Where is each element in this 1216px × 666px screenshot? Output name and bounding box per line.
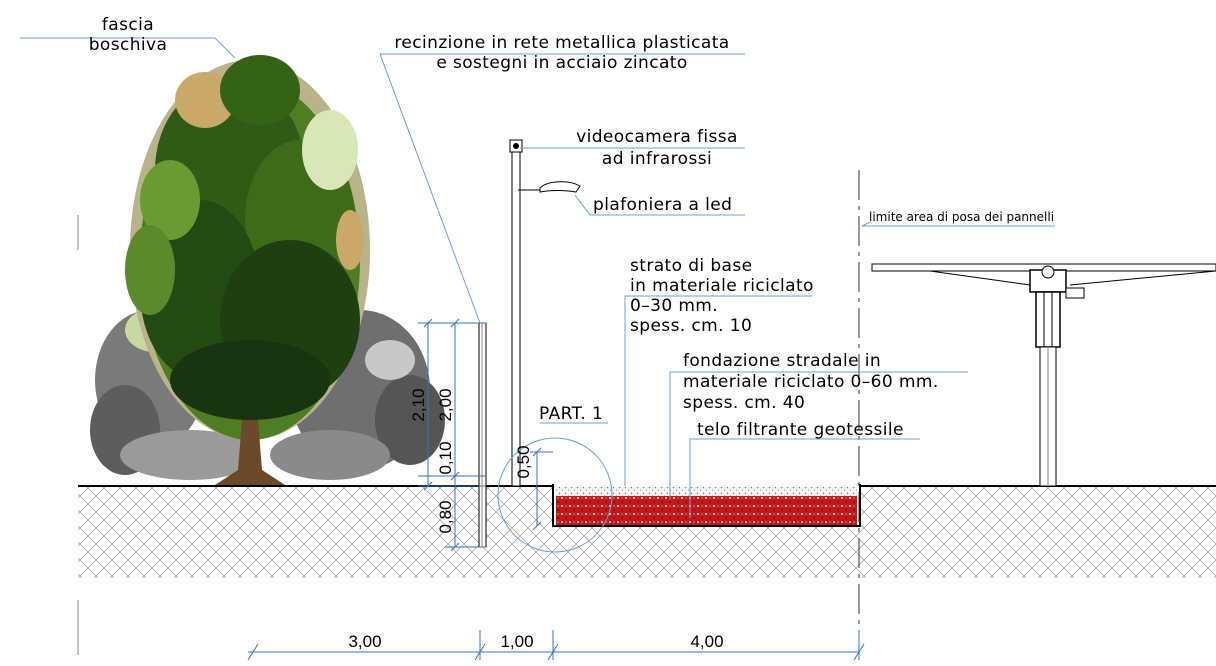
foundation-label-2: materiale riciclato 0–60 mm. <box>683 372 939 392</box>
limit-label: limite area di posa dei pannelli <box>869 210 1054 224</box>
dim-0-10: 0,10 <box>436 441 455 474</box>
dim-0-50: 0,50 <box>514 445 533 478</box>
fence-label-2: e sostegni in acciaio zincato <box>436 53 687 73</box>
dim-0-80: 0,80 <box>436 500 455 533</box>
lamp-label: plafoniera a led <box>593 195 732 215</box>
detail-label: PART. 1 <box>539 404 603 424</box>
lamp-pole-icon <box>509 139 581 487</box>
foundation-label-1: fondazione stradale in <box>683 351 881 371</box>
woodland-label-1: fascia <box>102 15 154 35</box>
road-excavation <box>552 484 861 527</box>
camera-label-1: videocamera fissa <box>576 127 738 147</box>
base-layer-label-1: strato di base <box>630 256 752 276</box>
base-layer-label-4: spess. cm. 10 <box>630 316 752 336</box>
dim-2-10: 2,10 <box>409 388 428 421</box>
base-layer-label-2: in materiale riciclato <box>630 276 814 296</box>
camera-label-2: ad infrarossi <box>602 149 712 169</box>
dim-4-00: 4,00 <box>690 632 723 651</box>
horizontal-dimensions <box>247 630 865 661</box>
dim-1-00: 1,00 <box>500 632 533 651</box>
vertical-dimensions <box>418 318 553 552</box>
leader-lines <box>20 37 1055 553</box>
geotextile-label: telo filtrante geotessile <box>697 420 904 440</box>
foundation-label-3: spess. cm. 40 <box>683 393 805 413</box>
fence-icon <box>478 322 487 548</box>
solar-tracker-icon <box>871 263 1216 487</box>
woodland-label-2: boschiva <box>89 35 168 55</box>
tree-icon <box>90 55 445 485</box>
fence-label-1: recinzione in rete metallica plasticata <box>394 33 729 53</box>
dim-3-00: 3,00 <box>348 632 381 651</box>
dim-2-00: 2,00 <box>436 388 455 421</box>
base-layer-label-3: 0–30 mm. <box>630 296 718 316</box>
